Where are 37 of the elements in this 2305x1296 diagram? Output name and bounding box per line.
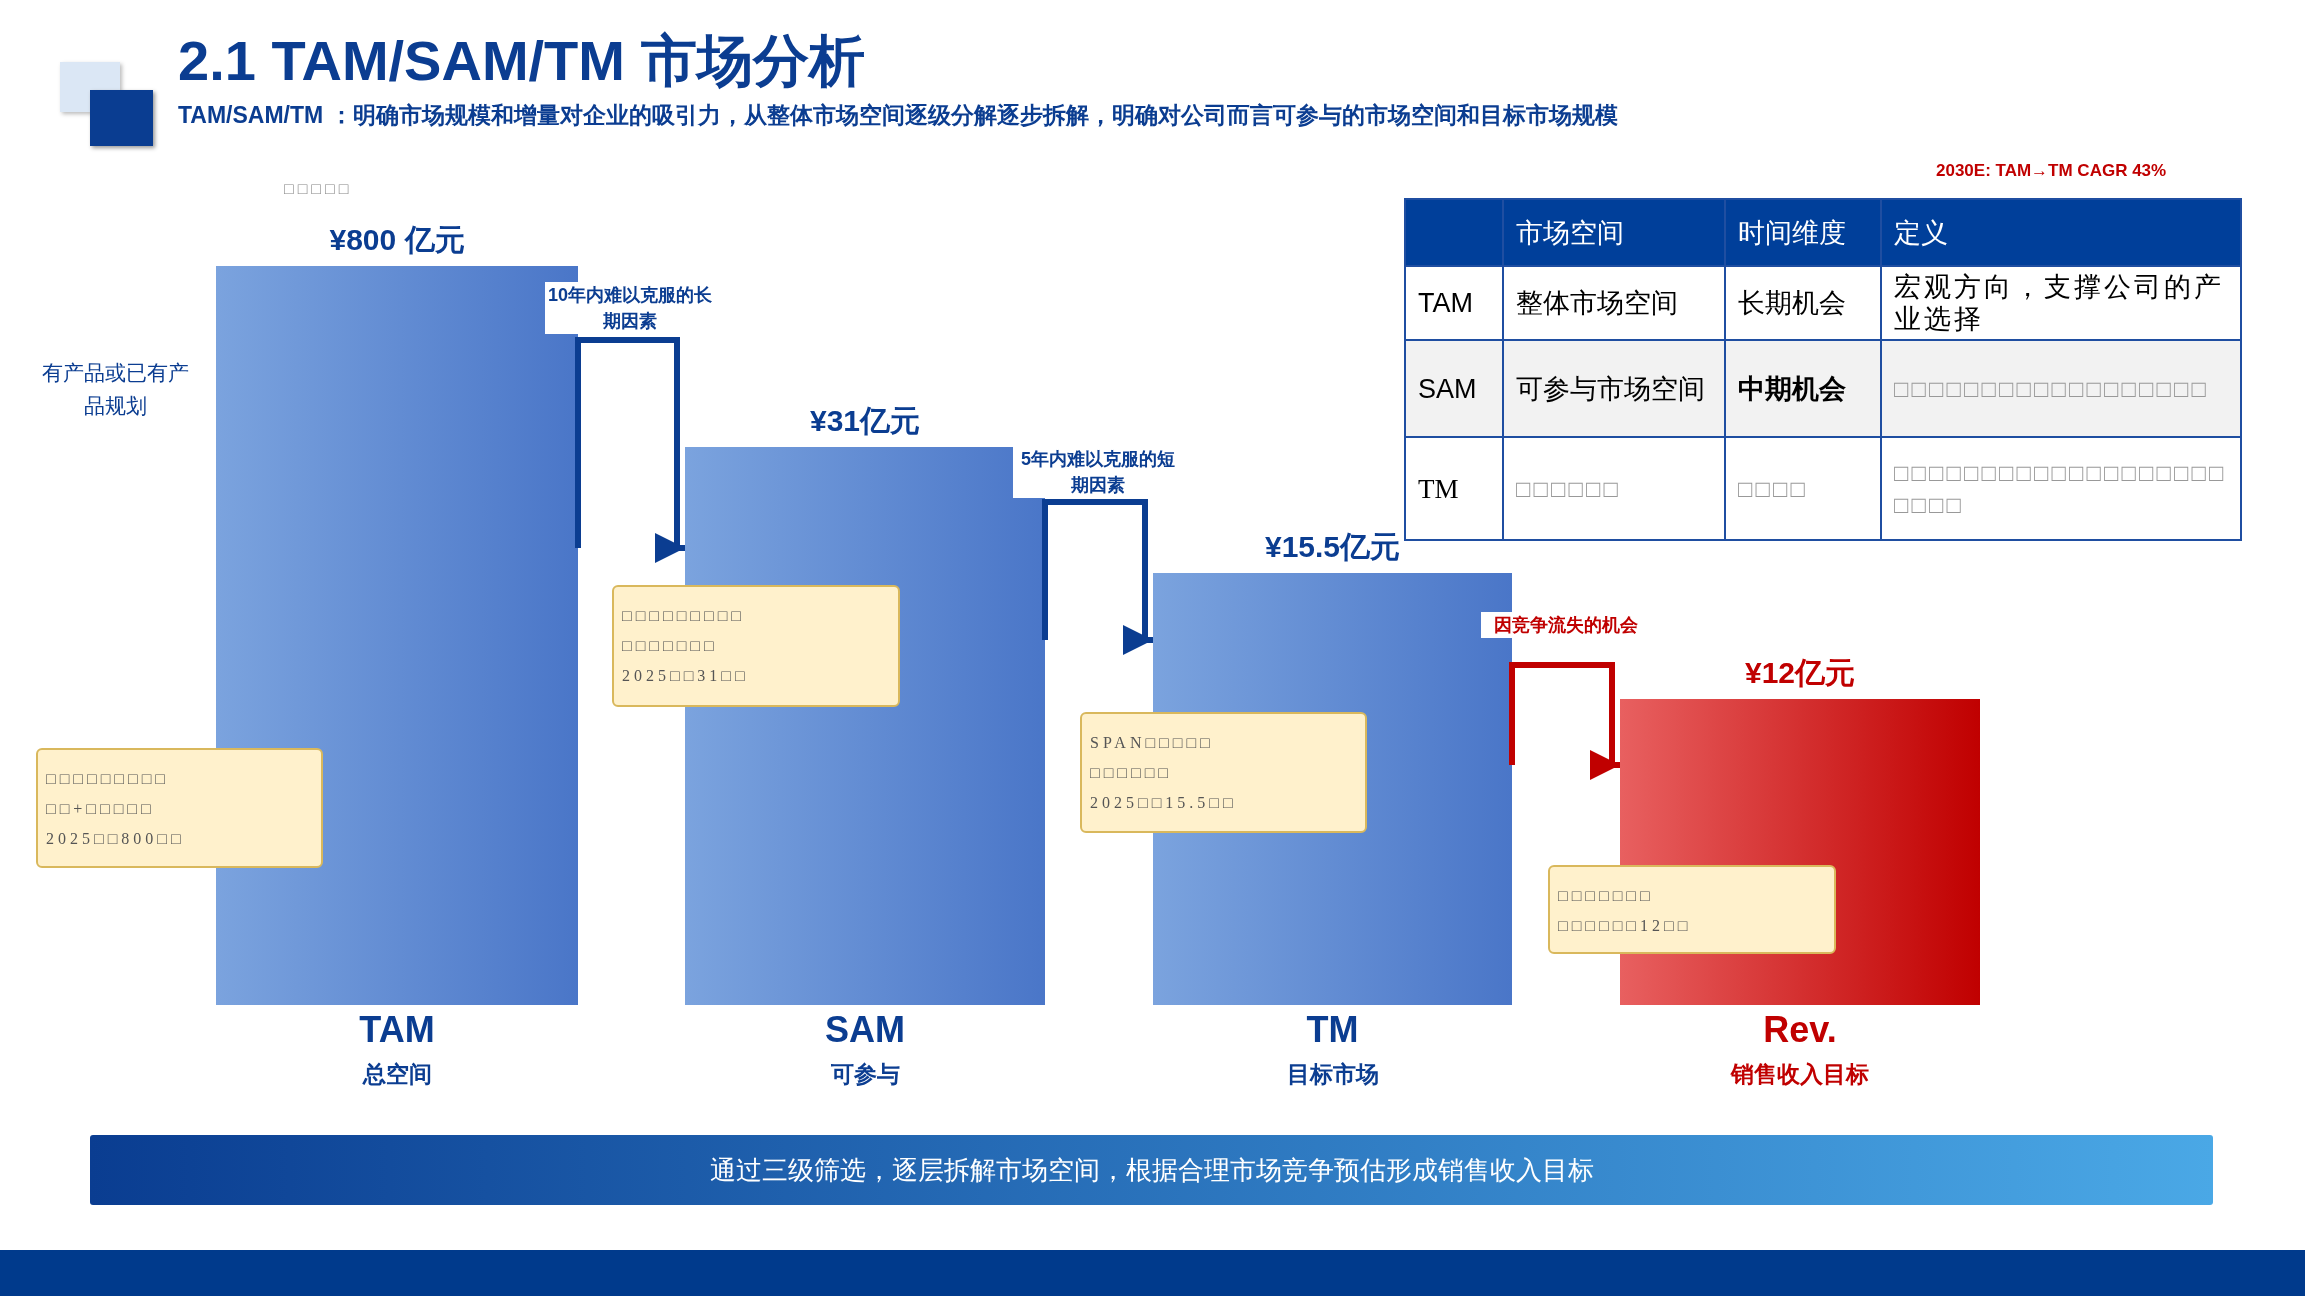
table-cell: SAM xyxy=(1405,340,1503,437)
value-label: ¥12亿元 xyxy=(1744,655,1856,691)
summary-banner: 通过三级筛选，逐层拆解市场空间，根据合理市场竞争预估形成销售收入目标 xyxy=(90,1135,2213,1205)
bar-label: SAM xyxy=(825,1009,905,1051)
step-arrow xyxy=(575,337,685,563)
table-cell: □□□□ xyxy=(1725,437,1881,540)
table-cell: 中期机会 xyxy=(1725,340,1881,437)
note-card: □□□□□□□□□ □□+□□□□□ 2025□□800□□ xyxy=(36,748,323,868)
header-cell: 时间维度 xyxy=(1725,199,1881,266)
placeholder-text: □□□□□ xyxy=(284,180,353,198)
subtitle: TAM/SAM/TM ：明确市场规模和增量对企业的吸引力，从整体市场空间逐级分解逐步拆解，明确对公司而言可参与的市场空间和目标市场规模 xyxy=(178,101,1618,130)
value-label: ¥31亿元 xyxy=(809,403,921,439)
title: 2.1 TAM/SAM/TM 市场分析 xyxy=(178,28,865,94)
bar-sublabel: 目标市场 xyxy=(1286,1060,1379,1089)
edge-label: 10年内难以克服的长期因素 xyxy=(545,282,715,334)
step-arrow xyxy=(1509,662,1620,780)
value-label: ¥800 亿元 xyxy=(329,222,465,258)
bar-label: TM xyxy=(1306,1009,1359,1051)
value-label: ¥15.5亿元 xyxy=(1264,529,1401,565)
note-card: □□□□□□□□□ □□□□□□□ 2025□□31□□ xyxy=(612,585,900,707)
header-cell: 市场空间 xyxy=(1503,199,1725,266)
bar-sublabel: 总空间 xyxy=(362,1060,432,1089)
bar-label: Rev. xyxy=(1763,1009,1837,1051)
growth-note: 2030E: TAM→TM CAGR 43% xyxy=(1936,161,2167,181)
side-label: 有产品或已有产品规划 xyxy=(40,360,190,419)
note-card: SPAN□□□□□ □□□□□□ 2025□□15.5□□ xyxy=(1080,712,1367,833)
bar-sublabel: 销售收入目标 xyxy=(1731,1060,1869,1089)
table-cell: □□□□□□□□□□□□□□□□□□□□□□□ xyxy=(1881,437,2241,540)
table-cell: 可参与市场空间 xyxy=(1503,340,1725,437)
header-cell: 定义 xyxy=(1881,199,2241,266)
table-cell: TM xyxy=(1405,437,1503,540)
table-cell: □□□□□□ xyxy=(1503,437,1725,540)
table-cell: □□□□□□□□□□□□□□□□□□ xyxy=(1881,340,2241,437)
bar-label: TAM xyxy=(359,1009,435,1051)
step-arrow xyxy=(1042,499,1153,655)
bar-sublabel: 可参与 xyxy=(830,1060,900,1089)
note-card: □□□□□□□ □□□□□□12□□ xyxy=(1548,865,1836,954)
